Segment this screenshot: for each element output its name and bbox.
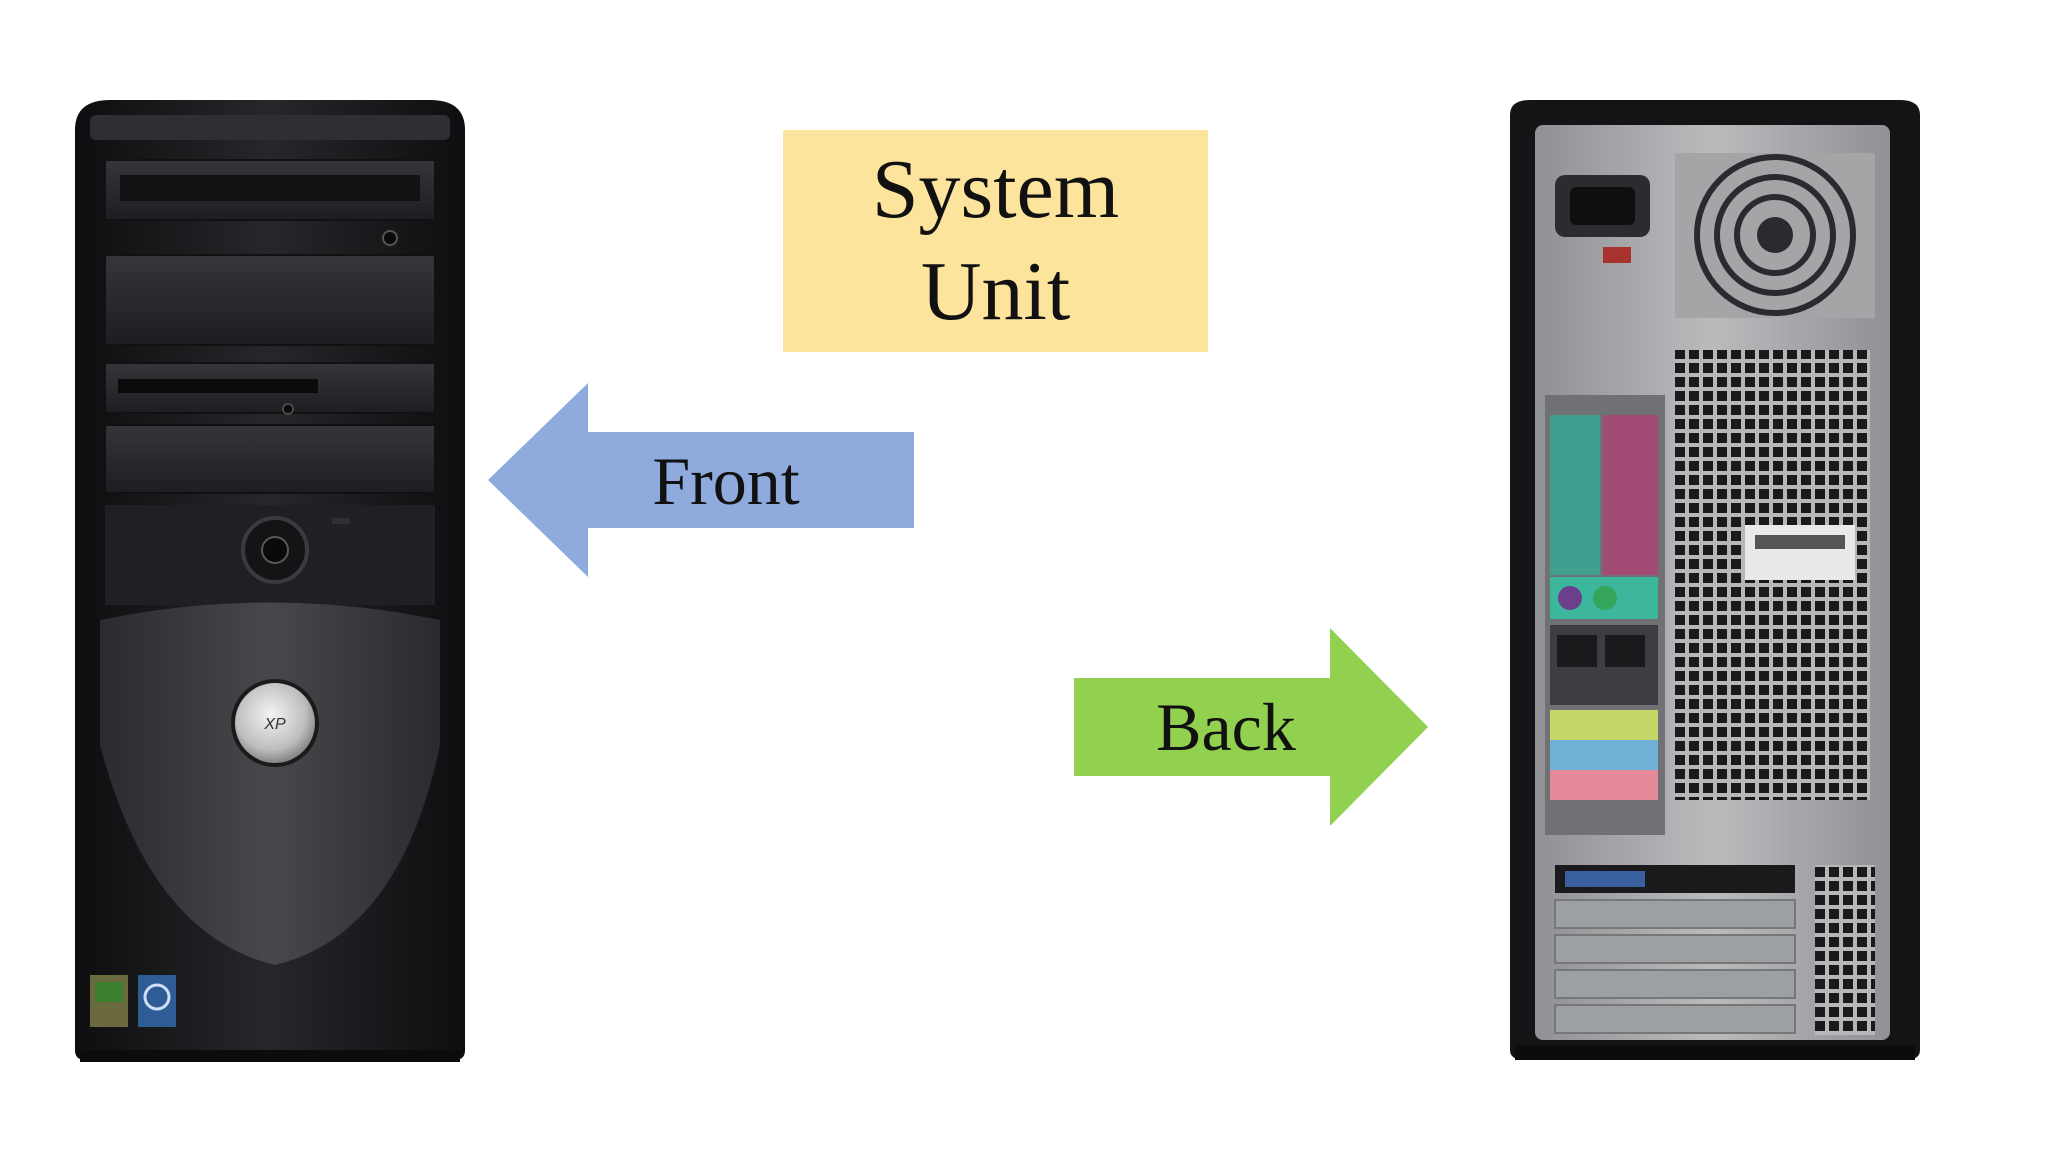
title-line-1: System [871,143,1120,236]
back-arrow-label: Back [1156,689,1296,765]
svg-text:XP: XP [263,716,286,733]
computer-tower-front-icon: XP [75,100,465,1062]
back-arrow: Back [1074,628,1428,826]
front-arrow-label: Front [652,443,799,519]
computer-tower-back-icon [1510,100,1920,1060]
front-arrow-shape [488,383,914,577]
title-line-2: Unit [920,245,1071,338]
front-arrow: Front [488,383,914,577]
title-box: System Unit [783,130,1208,352]
back-arrow-shape [1074,628,1428,826]
